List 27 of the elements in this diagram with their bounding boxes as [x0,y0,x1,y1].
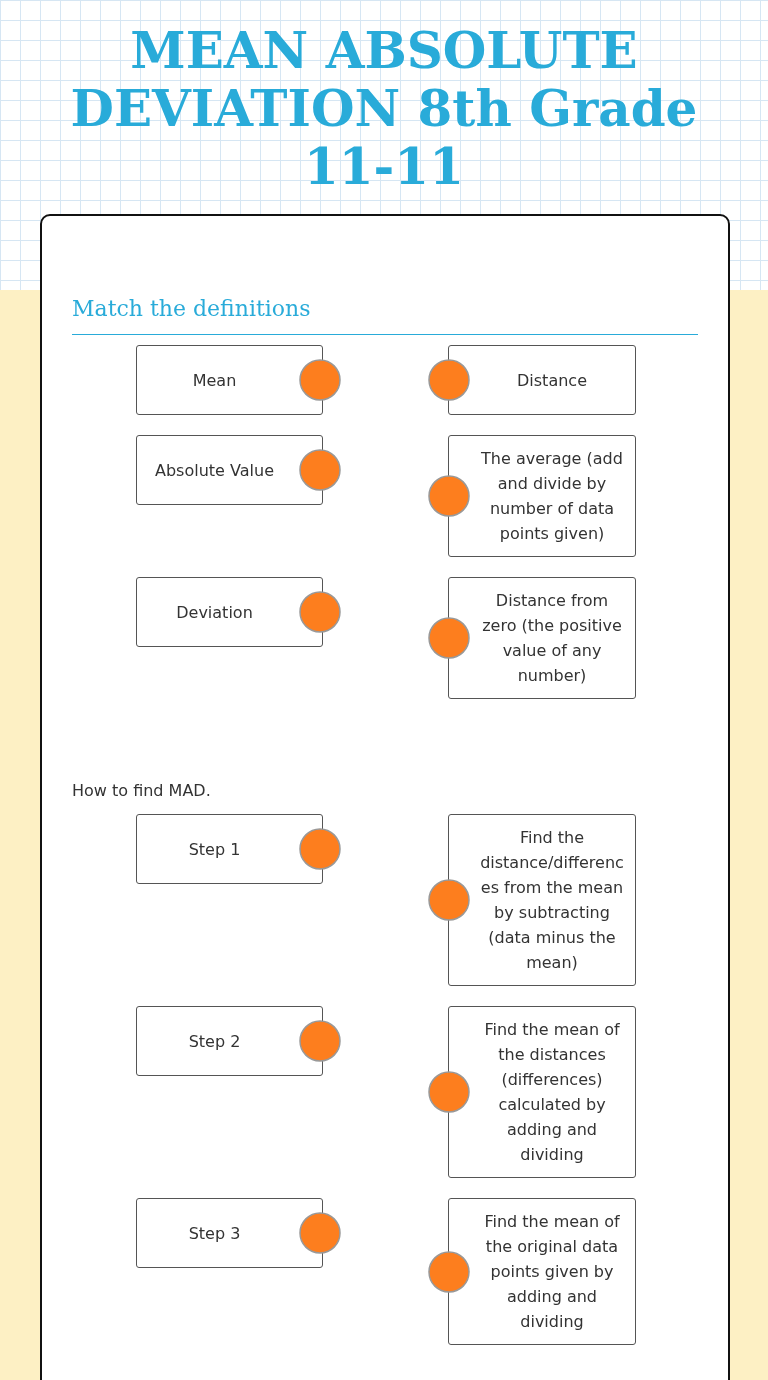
definition-text: The average (add and divide by number of data points given) [480,448,624,545]
definition-text: Find the distance/differences from the mean by subtracting (data minus the mean) [479,827,625,974]
term-text: Mean [192,369,237,392]
term-card [136,1006,323,1076]
definition-card [448,577,636,699]
term-card [136,1198,323,1268]
term-text: Deviation [176,601,253,624]
term-card [136,814,323,884]
instruction-text: How to find MAD. [72,781,211,800]
definition-text: Distance from zero (the positive value of any number) [481,590,623,687]
term-text: Step 1 [188,838,241,861]
definition-text: Find the mean of the distances (differences) calculated by adding and dividing [483,1019,621,1166]
definition-text: Distance [517,369,587,392]
definition-card [448,435,636,557]
term-card [136,577,323,647]
term-card [136,435,323,505]
term-text: Absolute Value [155,459,274,482]
definition-card [448,1006,636,1178]
definition-card [448,814,636,986]
term-text: Step 2 [188,1030,241,1053]
definition-card [448,345,636,415]
term-text: Step 3 [188,1222,241,1245]
term-card [136,345,323,415]
worksheet-title: MEAN ABSOLUTE DEVIATION 8th Grade 11-11 [69,22,699,196]
section-heading: Match the definitions [72,296,311,321]
definition-card [448,1198,636,1345]
definition-text: Find the mean of the original data points given by adding and dividing [483,1211,621,1333]
